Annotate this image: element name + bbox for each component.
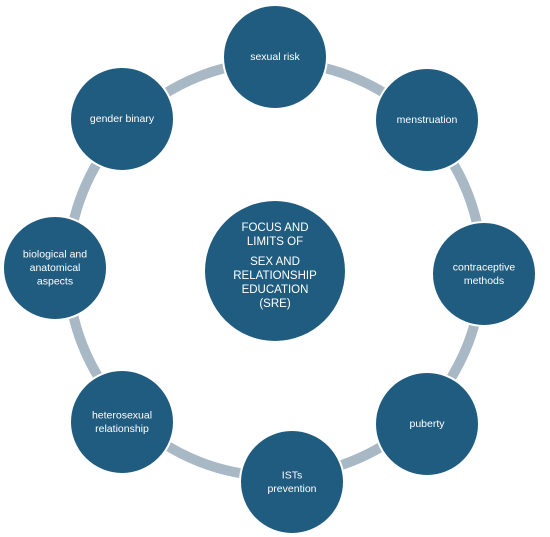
center-circle: FOCUS AND LIMITS OF SEX AND RELATIONSHIP EDU… bbox=[205, 201, 345, 341]
node-ists-prevention: ISTs prevention bbox=[239, 429, 345, 535]
node-label-sexual-risk: sexual risk bbox=[250, 51, 300, 63]
outer-nodes: sexual risk menstruation contraceptive meth… bbox=[2, 4, 537, 535]
node-label-gender-binary: gender binary bbox=[90, 113, 155, 125]
node-label-ists-prevention: prevention bbox=[267, 483, 316, 495]
node-circle-gender-binary bbox=[69, 66, 175, 172]
node-label-puberty: puberty bbox=[409, 418, 445, 430]
node-sexual-risk: sexual risk bbox=[222, 4, 328, 110]
center-title-line: FOCUS AND bbox=[241, 222, 308, 234]
node-label-biological-anatomical-aspects: aspects bbox=[37, 276, 73, 288]
node-label-heterosexual-relationship: relationship bbox=[95, 423, 149, 435]
node-label-contraceptive-methods: contraceptive bbox=[453, 261, 516, 273]
node-gender-binary: gender binary bbox=[69, 66, 175, 172]
node-label-ists-prevention: ISTs bbox=[282, 469, 302, 481]
center-title-line: (SRE) bbox=[259, 298, 290, 310]
node-menstruation: menstruation bbox=[374, 67, 480, 173]
center-title-line: EDUCATION bbox=[242, 284, 309, 296]
node-circle-puberty bbox=[374, 371, 480, 477]
center-title-line: RELATIONSHIP bbox=[233, 270, 317, 282]
node-puberty: puberty bbox=[374, 371, 480, 477]
node-circle-contraceptive-methods bbox=[431, 221, 537, 327]
node-label-menstruation: menstruation bbox=[397, 114, 458, 126]
center-title-line: SEX AND bbox=[250, 256, 300, 268]
node-circle-sexual-risk bbox=[222, 4, 328, 110]
node-heterosexual-relationship: heterosexual relationship bbox=[69, 369, 175, 475]
node-circle-menstruation bbox=[374, 67, 480, 173]
node-circle-heterosexual-relationship bbox=[69, 369, 175, 475]
node-circle-biological-anatomical-aspects bbox=[2, 215, 108, 321]
node-label-contraceptive-methods: methods bbox=[464, 275, 504, 287]
node-contraceptive-methods: contraceptive methods bbox=[431, 221, 537, 327]
node-label-heterosexual-relationship: heterosexual bbox=[92, 409, 152, 421]
node-label-biological-anatomical-aspects: biological and bbox=[23, 249, 87, 261]
center-title-line: LIMITS OF bbox=[247, 236, 303, 248]
node-label-biological-anatomical-aspects: anatomical bbox=[30, 262, 81, 274]
node-circle-ists-prevention bbox=[239, 429, 345, 535]
center-circle-shape bbox=[205, 201, 345, 341]
